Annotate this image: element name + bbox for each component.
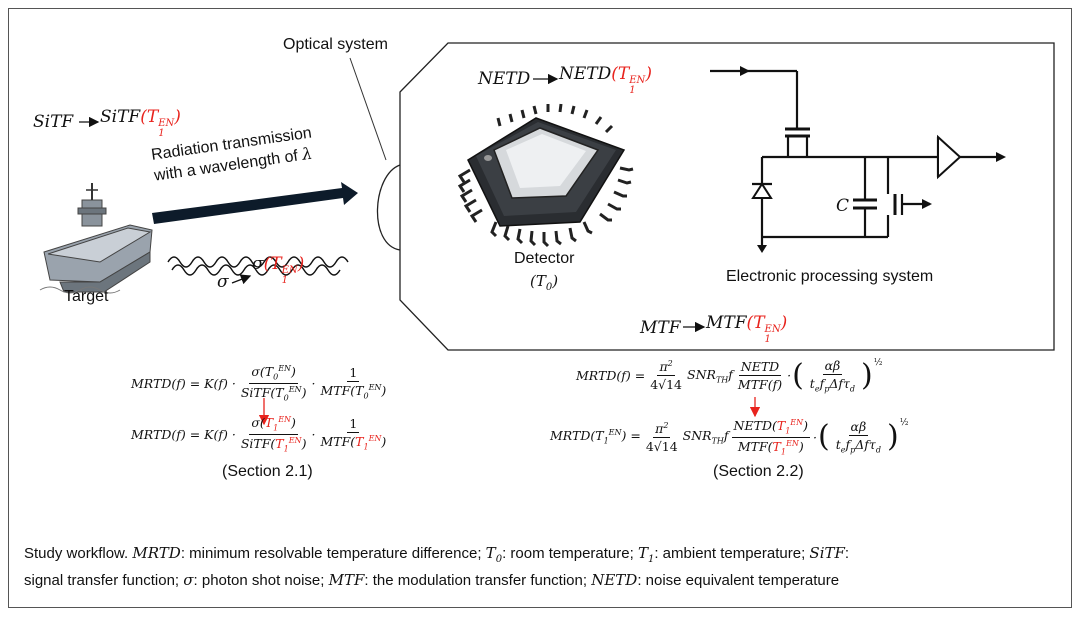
sitf-from: SiTF	[33, 112, 74, 132]
caption-m2sub: 0	[495, 554, 503, 565]
detector-t: (T	[530, 272, 546, 290]
sigma-sub: 1	[281, 275, 288, 286]
caption-m5: σ	[183, 571, 194, 589]
amplifier-triangle	[937, 134, 962, 180]
caption-s6: signal transfer function;	[24, 572, 184, 589]
gate-arrowhead	[922, 199, 932, 209]
caption-s9: : noise equivalent temperature	[637, 572, 840, 589]
diode-symbol	[751, 182, 773, 199]
sigma-sup: EN	[281, 265, 298, 276]
sitf-to: SiTF	[100, 107, 141, 127]
detector-t-index: 0	[545, 282, 553, 293]
caption-s3: : room temperature;	[502, 545, 638, 562]
electronic-circuit	[710, 69, 1000, 245]
sigma-from: σ	[217, 272, 229, 292]
optical-system-leader	[349, 57, 387, 161]
optical-system-housing	[399, 42, 1055, 351]
lambda-symbol: λ	[300, 143, 314, 164]
photon-wave-1	[167, 256, 349, 268]
detector-label: Detector	[514, 250, 575, 267]
caption-m6: MTF	[328, 571, 365, 589]
sigma-t: T	[270, 254, 282, 274]
caption-m4: SiTF	[809, 544, 845, 562]
target-label: Target	[64, 288, 109, 305]
caption-line1: Study workflow. MRTD: minimum resolvable…	[24, 543, 1064, 570]
netd-sub: 1	[629, 85, 636, 96]
netd-t: T	[617, 64, 630, 84]
caption-m2: T	[485, 544, 496, 562]
caption-s2: : minimum resolvable temperature differe…	[180, 545, 486, 562]
sigma-to: σ	[252, 254, 264, 274]
mtf-sup: EN	[764, 324, 781, 335]
detector-close: )	[552, 272, 559, 290]
capacitor-label: C	[836, 196, 850, 216]
lens-shape	[376, 164, 401, 251]
mtf-t: T	[753, 313, 765, 333]
sigma-map-arrow	[231, 274, 252, 285]
photon-wave-2	[171, 264, 341, 276]
sitf-sup: EN	[158, 118, 175, 129]
netd-sup: EN	[629, 75, 646, 86]
output-arrowhead	[996, 152, 1006, 162]
mtf-to: MTF	[706, 313, 747, 333]
mtf-sub: 1	[764, 334, 771, 345]
caption-s7: : photon shot noise;	[193, 572, 329, 589]
caption-s5: :	[844, 545, 850, 562]
figure-frame	[8, 8, 1072, 608]
mtf-from: MTF	[640, 318, 681, 338]
figure-caption: Study workflow. MRTD: minimum resolvable…	[24, 543, 1064, 591]
section-22-label: (Section 2.2)	[713, 463, 804, 480]
caption-line2: signal transfer function; σ: photon shot…	[24, 570, 1064, 591]
electronic-label: Electronic processing system	[726, 268, 934, 285]
caption-m3: T	[637, 544, 648, 562]
radiation-arrow	[152, 182, 358, 224]
input-arrowhead	[740, 66, 750, 76]
ground-arrowhead	[757, 245, 767, 253]
sitf-t: T	[146, 107, 159, 127]
target-ship-icon	[39, 183, 153, 294]
section-21-label: (Section 2.1)	[222, 463, 313, 480]
caption-m7: NETD	[591, 571, 638, 589]
caption-s1: Study workflow.	[24, 545, 133, 562]
caption-s8: : the modulation transfer function;	[364, 572, 592, 589]
netd-from: NETD	[478, 69, 531, 89]
detector-chip-icon	[457, 103, 634, 248]
optical-system-label: Optical system	[283, 36, 388, 53]
caption-s4: : ambient temperature;	[654, 545, 810, 562]
caption-m3sub: 1	[647, 554, 655, 565]
sitf-sub: 1	[158, 128, 165, 139]
caption-m1: MRTD	[132, 544, 181, 562]
netd-to: NETD	[559, 64, 612, 84]
detector-sublabel: (T0)	[530, 272, 558, 293]
